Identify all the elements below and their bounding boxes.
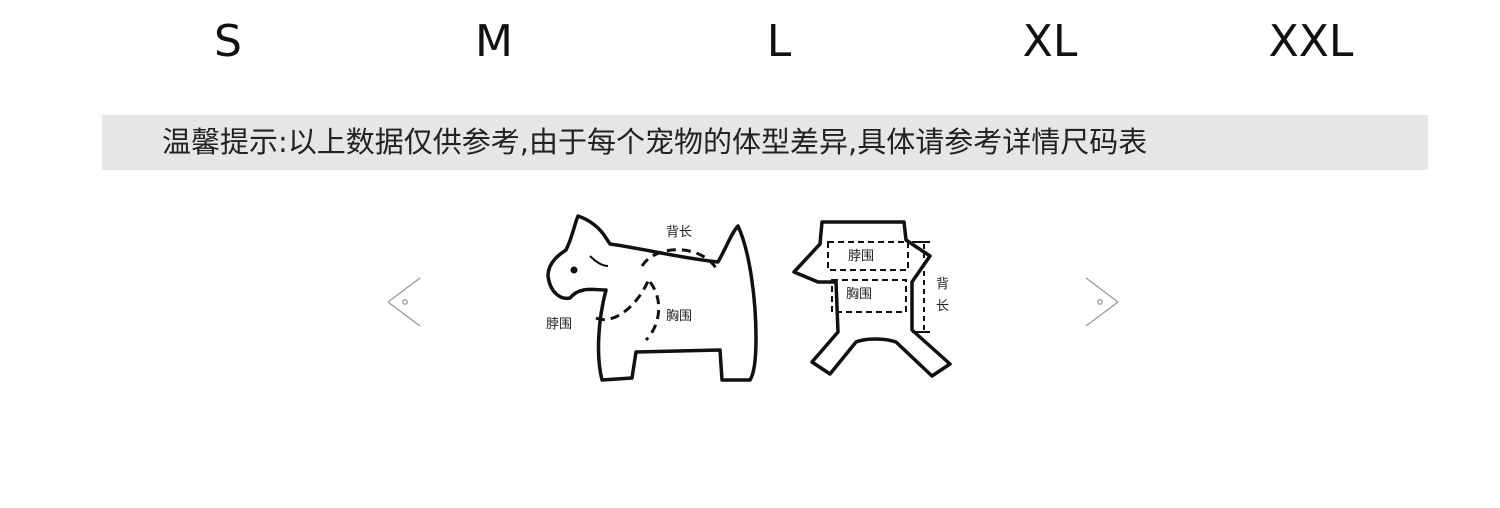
size-s: S xyxy=(214,16,242,67)
size-l: L xyxy=(766,16,792,67)
left-arrow-icon xyxy=(387,277,421,327)
garment-back-label-1: 背 xyxy=(936,277,949,292)
size-xl: XL xyxy=(1022,16,1078,67)
garment-outline-icon xyxy=(792,220,952,378)
notice-band: 温馨提示:以上数据仅供参考,由于每个宠物的体型差异,具体请参考详情尺码表 xyxy=(102,115,1428,170)
size-xxl: XXL xyxy=(1268,16,1354,67)
dog-chest-label: 胸围 xyxy=(666,309,692,324)
notice-text: 温馨提示:以上数据仅供参考,由于每个宠物的体型差异,具体请参考详情尺码表 xyxy=(162,125,1148,159)
garment-back-label-2: 长 xyxy=(936,299,949,314)
dog-back-length-label: 背长 xyxy=(666,225,692,240)
size-m: M xyxy=(475,16,513,67)
dog-outline-icon xyxy=(546,214,758,382)
garment-chest-label: 胸围 xyxy=(846,287,872,302)
garment-neck-label: 脖围 xyxy=(848,248,874,264)
size-options: S M L XL XXL xyxy=(0,14,1500,70)
right-arrow-icon xyxy=(1085,277,1119,327)
dog-neck-label: 脖围 xyxy=(546,316,572,332)
